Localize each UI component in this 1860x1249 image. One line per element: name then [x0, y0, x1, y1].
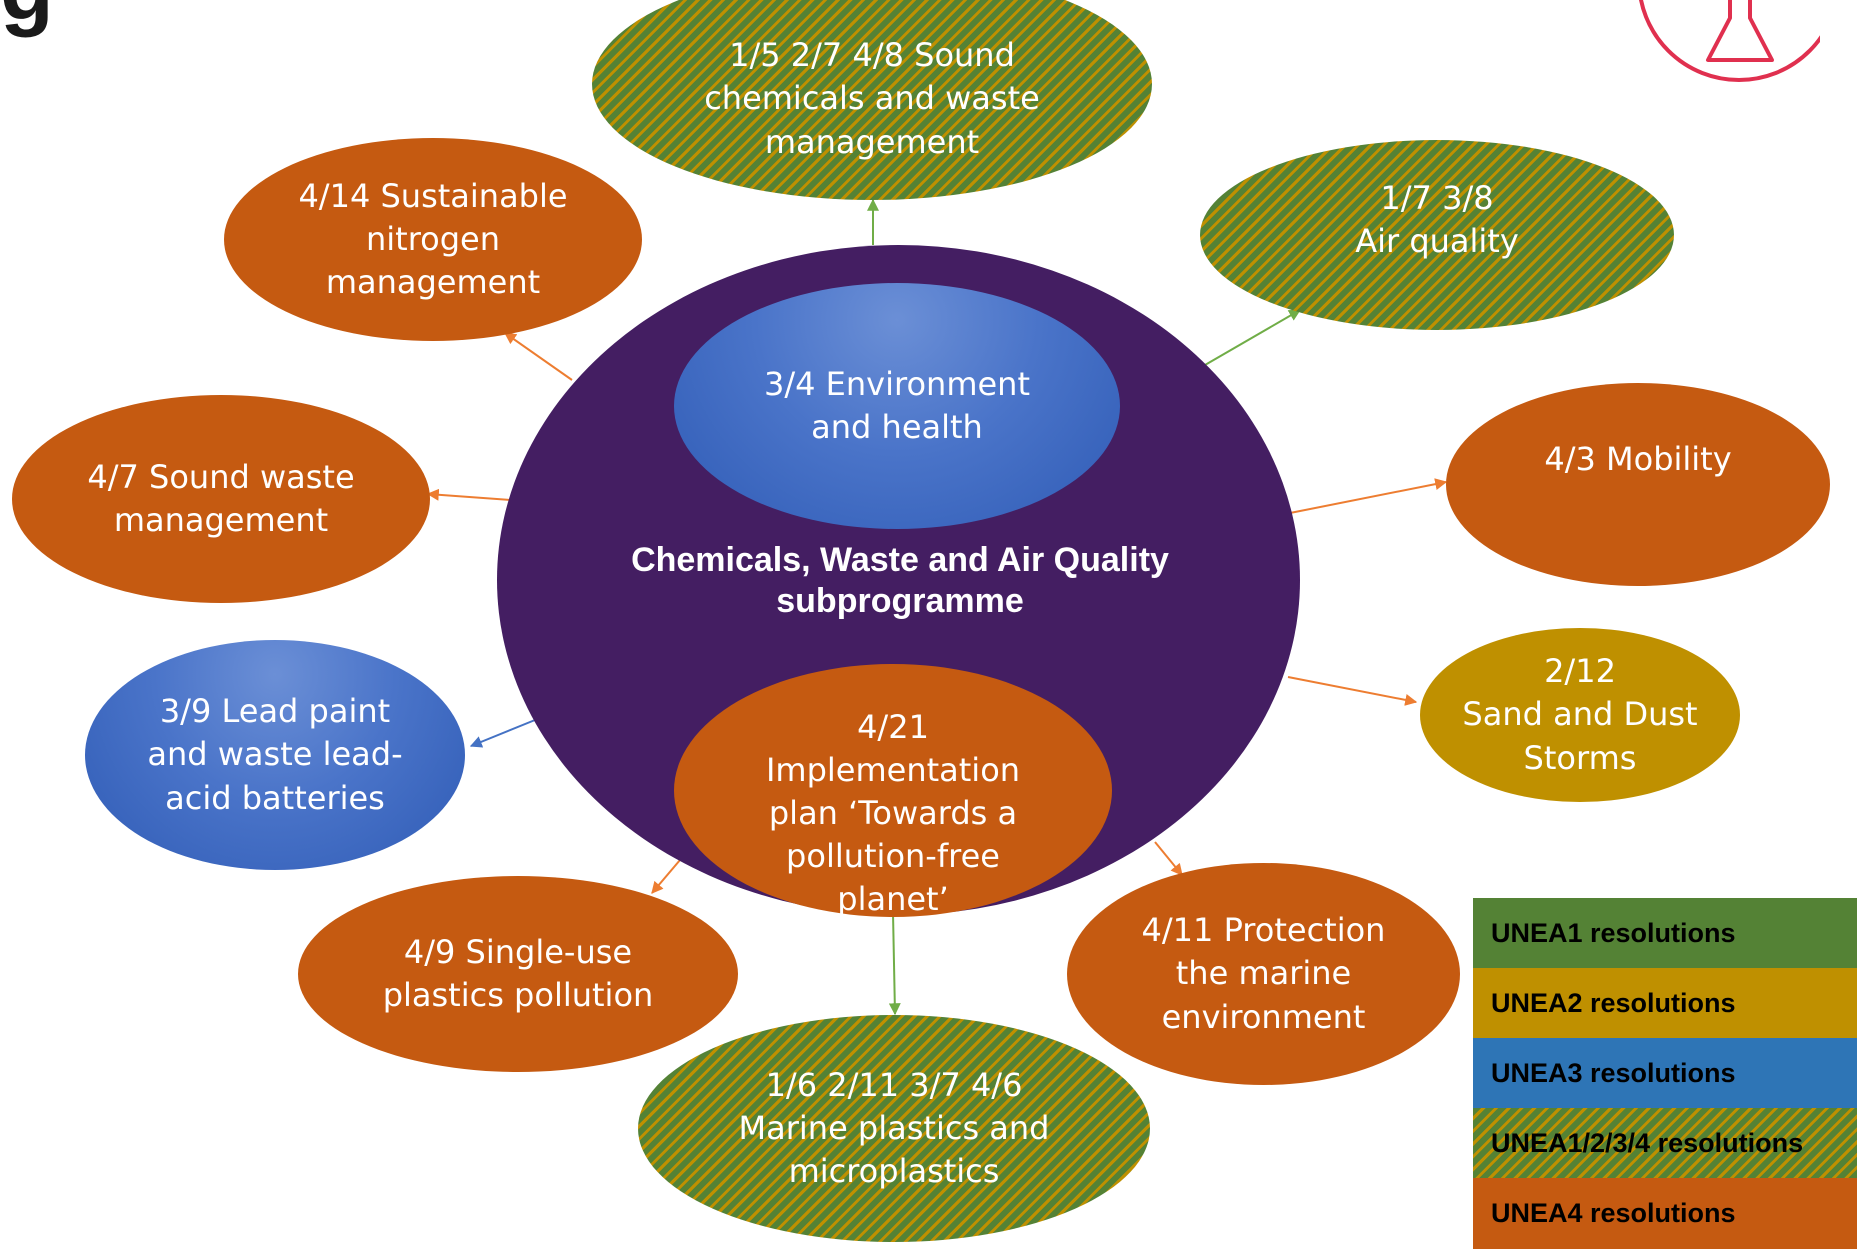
lead-paint-node: 3/9 Lead paint and waste lead- acid batt… — [85, 640, 465, 870]
lead-paint-label: 3/9 Lead paint and waste lead- acid batt… — [147, 692, 403, 817]
arrow-to-waste-management — [426, 488, 511, 501]
single-use-plastics-node: 4/9 Single-use plastics pollution — [298, 876, 738, 1072]
nitrogen-node: 4/14 Sustainable nitrogen management — [224, 138, 642, 341]
arrow-to-single-use-plastics — [651, 859, 681, 894]
sound-chemicals-node: 1/5 2/7 4/8 Sound chemicals and waste ma… — [592, 0, 1152, 200]
subprogramme-title: Chemicals, Waste and Air Quality subprog… — [631, 541, 1169, 620]
arrow-to-marine-plastics — [888, 912, 901, 1016]
marine-plastics-label: 1/6 2/11 3/7 4/6 Marine plastics and mic… — [738, 1065, 1050, 1191]
legend-label: UNEA4 resolutions — [1491, 1198, 1736, 1228]
arrow-to-marine-environment — [1154, 841, 1183, 876]
mobility-label: 4/3 Mobility — [1544, 439, 1732, 478]
marine-environment-label: 4/11 Protection the marine environment — [1141, 911, 1386, 1036]
mobility-node: 4/3 Mobility — [1446, 383, 1830, 586]
flask-icon — [1639, 0, 1820, 82]
legend-item-unea4: UNEA4 resolutions — [1473, 1178, 1857, 1249]
air-quality-node: 1/7 3/8 Air quality — [1200, 140, 1674, 330]
implementation-plan-node: 4/21 Implementation plan ‘Towards a poll… — [674, 664, 1112, 918]
waste-management-label: 4/7 Sound waste management — [87, 457, 355, 539]
arrow-to-sand-dust — [1287, 676, 1418, 706]
single-use-plastics-label: 4/9 Single-use plastics pollution — [382, 932, 654, 1014]
legend-item-unea1234: UNEA1/2/3/4 resolutions — [1473, 1108, 1857, 1178]
legend-label: UNEA2 resolutions — [1491, 987, 1736, 1018]
legend-item-unea1: UNEA1 resolutions — [1473, 898, 1857, 968]
legend-item-unea2: UNEA2 resolutions — [1473, 968, 1857, 1038]
arrow-to-nitrogen — [504, 332, 573, 381]
arrow-to-mobility — [1289, 478, 1448, 514]
air-quality-label: 1/7 3/8 Air quality — [1355, 178, 1519, 260]
implementation-plan-label: 4/21 Implementation plan ‘Towards a poll… — [765, 707, 1021, 919]
legend-label: UNEA1 resolutions — [1491, 917, 1736, 948]
waste-management-node: 4/7 Sound waste management — [12, 395, 430, 603]
marine-plastics-node: 1/6 2/11 3/7 4/6 Marine plastics and mic… — [638, 1015, 1150, 1242]
legend-label: UNEA3 resolutions — [1491, 1057, 1736, 1088]
sound-chemicals-label: 1/5 2/7 4/8 Sound chemicals and waste ma… — [704, 36, 1040, 161]
nitrogen-label: 4/14 Sustainable nitrogen management — [298, 176, 568, 302]
arrow-to-lead-paint — [469, 719, 536, 748]
marine-environment-node: 4/11 Protection the marine environment — [1067, 863, 1460, 1085]
environment-health-label: 3/4 Environment and health — [764, 364, 1030, 446]
legend-item-unea3: UNEA3 resolutions — [1473, 1038, 1857, 1108]
arrow-to-air-quality — [1204, 309, 1302, 366]
sand-dust-node: 2/12 Sand and Dust Storms — [1420, 628, 1740, 802]
environment-health-node: 3/4 Environment and health — [674, 283, 1120, 529]
sand-dust-label: 2/12 Sand and Dust Storms — [1462, 652, 1698, 777]
legend-label: UNEA1/2/3/4 resolutions — [1491, 1127, 1804, 1158]
heading-fragment: g — [0, 0, 54, 40]
